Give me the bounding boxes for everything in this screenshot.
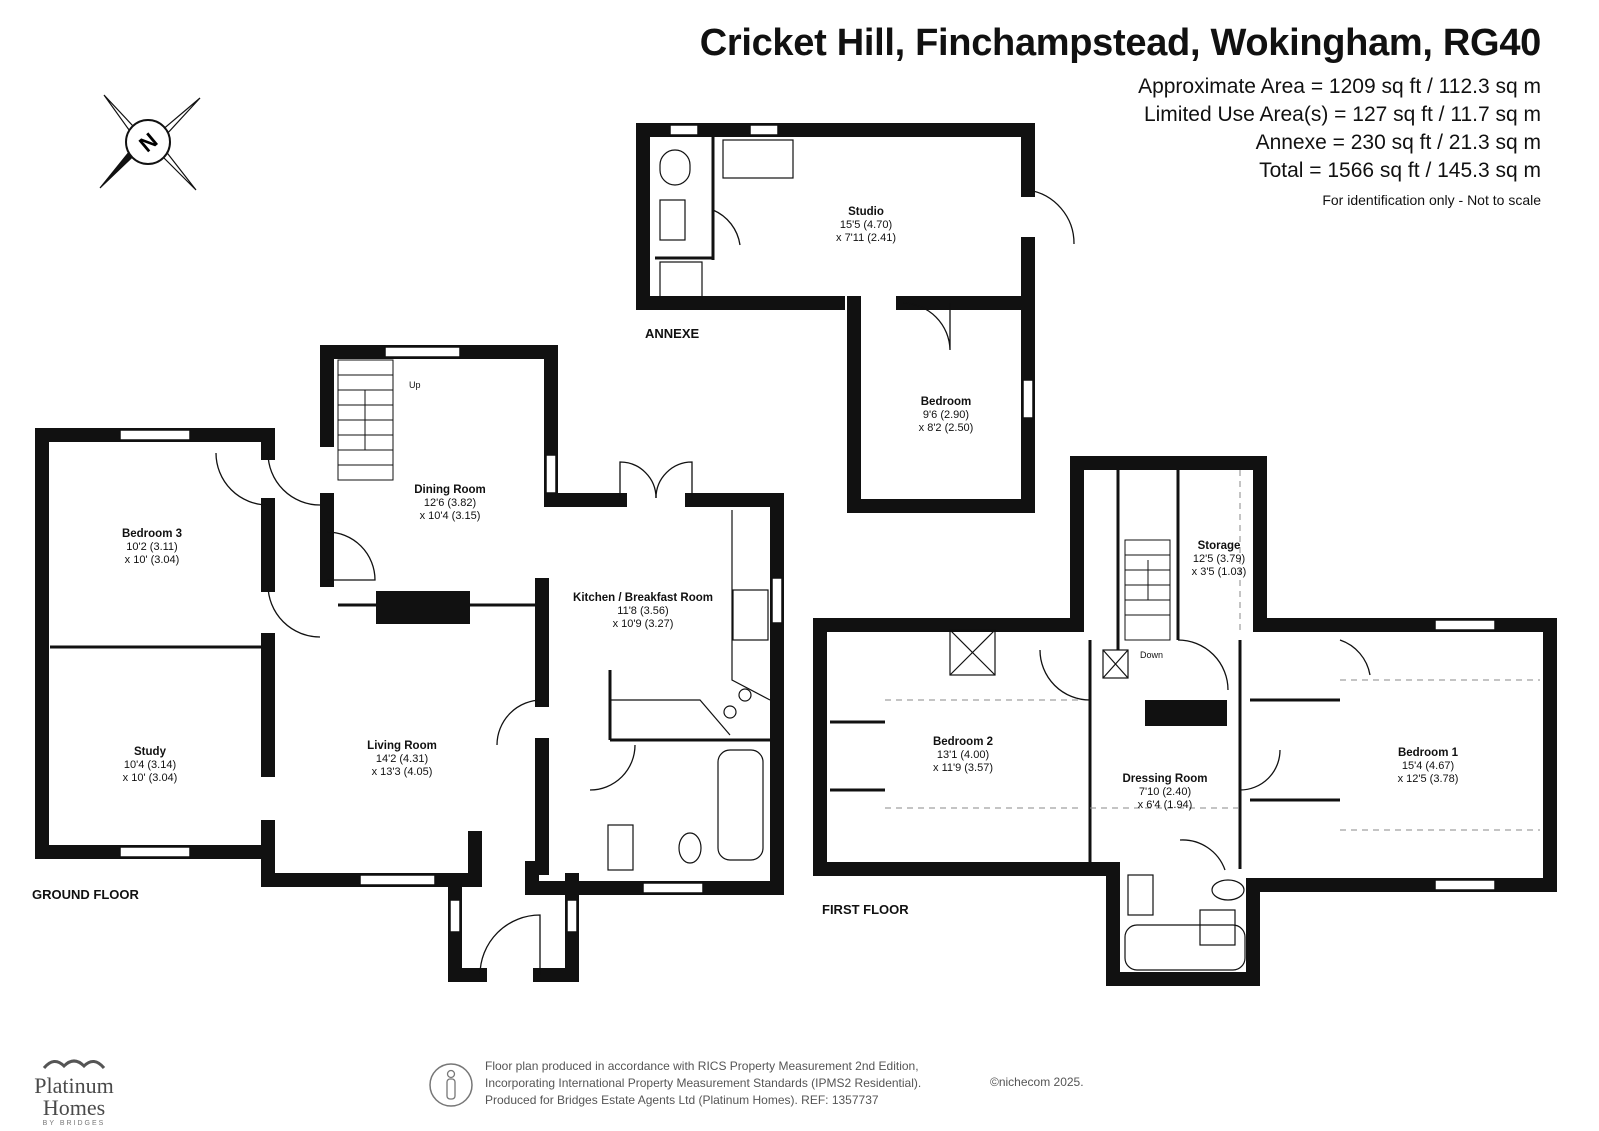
room-dim: x 8'2 (2.50) (918, 422, 974, 434)
room-dim: x 10'9 (3.27) (612, 618, 674, 630)
room-dim: x 3'5 (1.03) (1191, 566, 1247, 578)
brand-name-line2: Homes (42, 1095, 106, 1120)
room-dim: 15'4 (4.67) (1401, 760, 1455, 772)
room-dim: x 7'11 (2.41) (836, 232, 896, 244)
room-dim: 12'6 (3.82) (423, 497, 477, 509)
ground-floor-label: GROUND FLOOR (32, 887, 139, 902)
first-floor-label: FIRST FLOOR (822, 902, 909, 917)
room-dim: 9'6 (2.90) (922, 409, 970, 421)
ground-floor-walls (35, 345, 784, 982)
room-dim: 15'5 (4.70) (839, 219, 893, 231)
room-name: Dining Room (414, 484, 486, 496)
room-name: Living Room (367, 740, 437, 752)
annexe-label: ANNEXE (645, 326, 700, 341)
chimney-breast-first-floor (1145, 700, 1227, 726)
room-name: Bedroom 2 (932, 736, 994, 748)
first-floor-walls (813, 456, 1557, 986)
room-annexe-bedroom: Bedroom 9'6 (2.90) x 8'2 (2.50) (919, 396, 974, 435)
room-dim: x 6'4 (1.94) (1137, 799, 1193, 811)
room-dining: Dining Room 12'6 (3.82) x 10'4 (3.15) (414, 484, 486, 523)
approximate-area: Approximate Area = 1209 sq ft / 112.3 sq… (1138, 75, 1541, 98)
brand-name-line1: Platinum (34, 1073, 114, 1098)
room-name: Bedroom 3 (121, 528, 183, 540)
room-dim: 12'5 (3.79) (1192, 553, 1246, 565)
room-dim: 7'10 (2.40) (1138, 786, 1192, 798)
room-dim: x 13'3 (4.05) (371, 766, 433, 778)
room-bedroom-3: Bedroom 3 10'2 (3.11) x 10' (3.04) (122, 528, 182, 567)
room-bedroom-2: Bedroom 2 13'1 (4.00) x 11'9 (3.57) (933, 736, 993, 775)
property-address-title: Cricket Hill, Finchampstead, Wokingham, … (699, 22, 1542, 64)
room-name: Kitchen / Breakfast Room (573, 592, 713, 604)
room-name: Bedroom 1 (1397, 747, 1459, 759)
annexe-walls (636, 123, 1035, 513)
room-name: Study (134, 746, 166, 758)
limited-use-area: Limited Use Area(s) = 127 sq ft / 11.7 s… (1143, 103, 1541, 126)
room-living: Living Room 14'2 (4.31) x 13'3 (4.05) (367, 740, 437, 779)
brand-logo: Platinum Homes BY BRIDGES (34, 1056, 114, 1127)
room-dim: 10'4 (3.14) (123, 759, 177, 771)
stairs-down-label: Down (1140, 650, 1164, 660)
footer-line: Produced for Bridges Estate Agents Ltd (… (485, 1093, 879, 1107)
room-studio: Studio 15'5 (4.70) x 7'11 (2.41) (836, 206, 896, 245)
footer-line: Floor plan produced in accordance with R… (485, 1059, 919, 1073)
room-name: Bedroom (920, 396, 972, 408)
room-kitchen: Kitchen / Breakfast Room 11'8 (3.56) x 1… (573, 592, 713, 631)
chimney-breast (376, 591, 470, 624)
room-bedroom-1: Bedroom 1 15'4 (4.67) x 12'5 (3.78) (1398, 747, 1459, 786)
person-scale-icon (429, 1063, 473, 1107)
room-name: Studio (848, 206, 884, 218)
room-name: Storage (1197, 540, 1241, 552)
room-dim: x 10'4 (3.15) (419, 510, 481, 522)
identification-note: For identification only - Not to scale (1322, 192, 1541, 208)
room-storage: Storage 12'5 (3.79) x 3'5 (1.03) (1192, 540, 1247, 579)
room-dim: x 10' (3.04) (124, 554, 180, 566)
room-dim: 13'1 (4.00) (936, 749, 990, 761)
annexe-area: Annexe = 230 sq ft / 21.3 sq m (1255, 131, 1541, 154)
footer-text: Floor plan produced in accordance with R… (485, 1058, 921, 1109)
room-dim: 10'2 (3.11) (126, 541, 178, 553)
room-dim: 14'2 (4.31) (375, 753, 429, 765)
room-study: Study 10'4 (3.14) x 10' (3.04) (123, 746, 178, 785)
total-area: Total = 1566 sq ft / 145.3 sq m (1259, 159, 1541, 182)
room-dressing: Dressing Room 7'10 (2.40) x 6'4 (1.94) (1123, 773, 1208, 812)
compass-rose-icon (99, 94, 201, 191)
stairs-up-label: Up (409, 380, 421, 390)
brand-wave-icon (42, 1059, 106, 1070)
room-dim: x 10' (3.04) (122, 772, 178, 784)
brand-tagline: BY BRIDGES (42, 1120, 106, 1127)
room-dim: x 11'9 (3.57) (933, 762, 993, 774)
room-dim: x 12'5 (3.78) (1397, 773, 1459, 785)
room-name: Dressing Room (1122, 773, 1208, 785)
footer-line: Incorporating International Property Mea… (485, 1076, 922, 1090)
room-dim: 11'8 (3.56) (617, 605, 669, 617)
footer-producer: ©nichecom 2025. (990, 1075, 1084, 1089)
